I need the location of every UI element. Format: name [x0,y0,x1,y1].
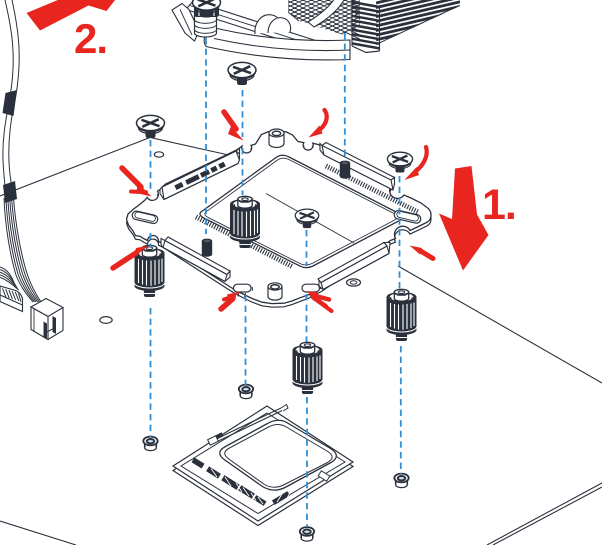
svg-text:1.: 1. [482,181,516,229]
svg-text:2.: 2. [74,15,107,62]
